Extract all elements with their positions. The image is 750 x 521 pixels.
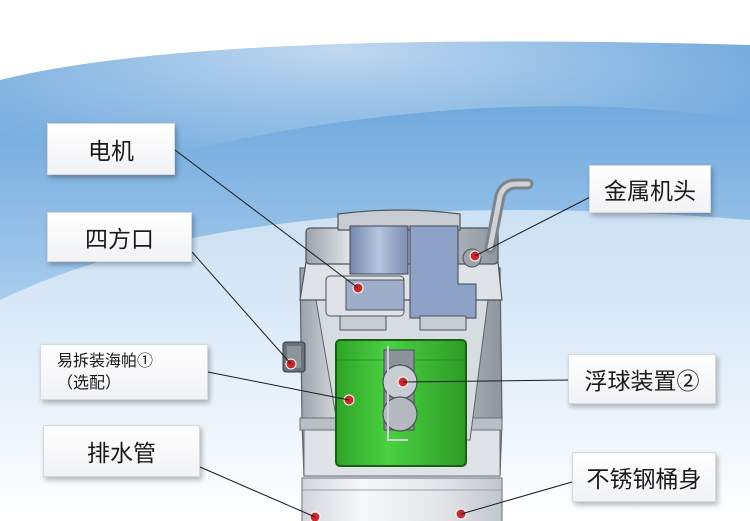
- leader-square-port: [191, 251, 292, 365]
- label-sponge-line2: （选配）: [57, 373, 122, 392]
- leader-metal-head: [474, 191, 601, 257]
- steel-drum: [301, 477, 503, 521]
- label-sponge-filter: 易拆装海帕① （选配）: [40, 344, 208, 400]
- leader-steel-body: [460, 481, 573, 515]
- label-metal-head: 金属机头: [589, 165, 711, 213]
- label-square-port: 四方口: [47, 212, 192, 262]
- label-drain-pipe: 排水管: [43, 425, 200, 477]
- label-float-ball: 浮球装置②: [568, 354, 716, 404]
- leader-float-ball: [402, 379, 569, 383]
- leader-sponge: [207, 371, 350, 401]
- label-steel-body: 不锈钢桶身: [572, 452, 716, 502]
- leader-motor: [174, 149, 359, 289]
- motor-block: [349, 225, 409, 275]
- leader-drain-pipe: [199, 466, 316, 518]
- label-motor: 电机: [47, 123, 175, 175]
- label-sponge-line1: 易拆装海帕①: [57, 351, 154, 370]
